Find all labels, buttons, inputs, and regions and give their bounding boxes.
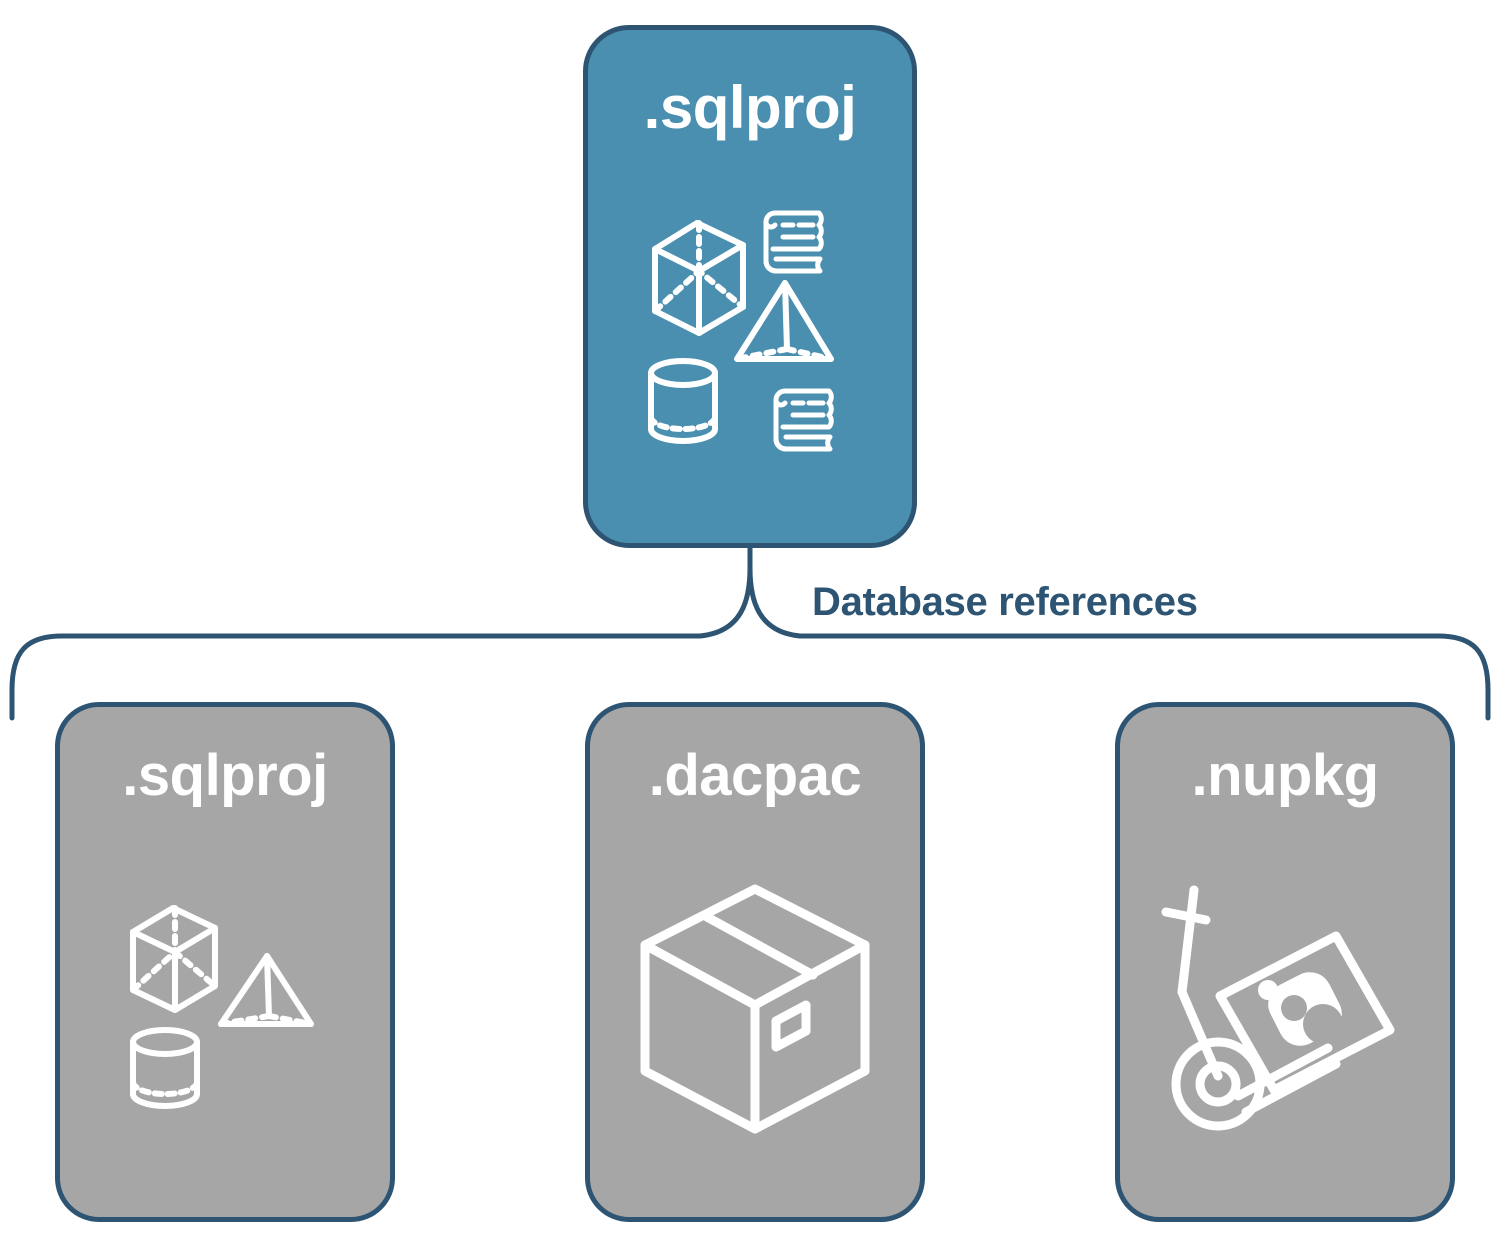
cube-icon bbox=[130, 905, 218, 1013]
reference-card-nupkg[interactable]: .nupkg bbox=[1115, 702, 1455, 1222]
cylinder-icon bbox=[648, 357, 718, 444]
cube-icon bbox=[652, 219, 746, 336]
reference-card-icon-group-nupkg bbox=[1120, 801, 1450, 1217]
reference-card-title-sqlproj: .sqlproj bbox=[122, 743, 328, 808]
source-card-icon-group bbox=[588, 128, 912, 543]
reference-card-icon-group-dacpac bbox=[590, 801, 920, 1217]
reference-card-icon-group-sqlproj bbox=[60, 801, 390, 1217]
nuget-hand-truck-icon bbox=[1161, 885, 1395, 1131]
source-card-title: .sqlproj bbox=[643, 74, 857, 141]
source-card-sqlproj[interactable]: .sqlproj bbox=[583, 25, 917, 548]
reference-card-sqlproj[interactable]: .sqlproj bbox=[55, 702, 395, 1222]
scroll-icon bbox=[773, 388, 834, 451]
reference-card-title-dacpac: .dacpac bbox=[648, 743, 862, 808]
pyramid-icon bbox=[218, 953, 314, 1027]
reference-card-dacpac[interactable]: .dacpac bbox=[585, 702, 925, 1222]
package-box-icon bbox=[640, 884, 870, 1134]
scroll-icon bbox=[763, 210, 824, 273]
cylinder-icon bbox=[130, 1027, 200, 1109]
reference-card-title-nupkg: .nupkg bbox=[1191, 743, 1379, 808]
database-objects-icon-set bbox=[130, 905, 314, 1109]
brace-label: Database references bbox=[812, 580, 1198, 624]
database-objects-icon-set bbox=[648, 210, 834, 451]
pyramid-icon bbox=[734, 279, 834, 362]
brace-left-arm bbox=[9, 565, 753, 721]
